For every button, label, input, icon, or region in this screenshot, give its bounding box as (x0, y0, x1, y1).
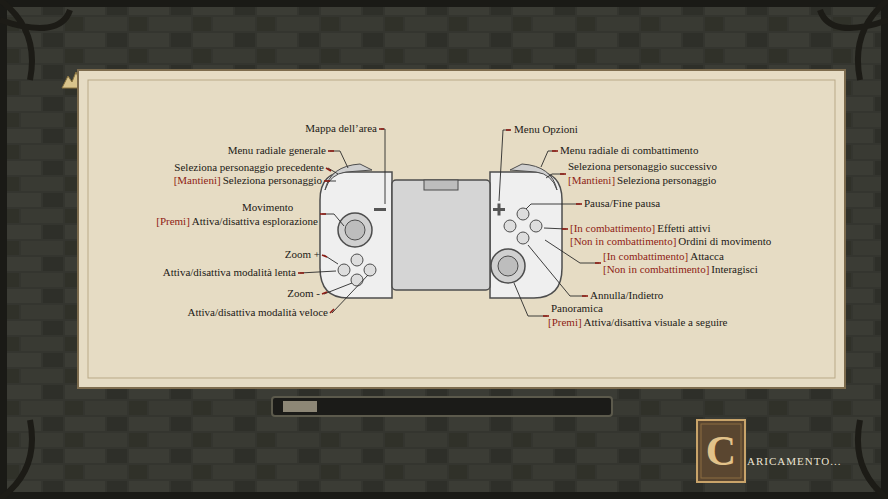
callout-line: Seleziona personaggio successivo (568, 160, 717, 173)
callout-line: [Premi]Attiva/disattiva esplorazione (156, 215, 318, 228)
context-tag: [Non in combattimento] (603, 263, 709, 276)
callout-line: Attiva/disattiva modalità lenta (163, 266, 296, 279)
callout-line: [In combattimento]Attacca (603, 250, 724, 263)
control-label: Pausa/Fine pausa (584, 197, 660, 210)
context-tag: [Premi] (548, 316, 582, 329)
callout-line: Menu radiale generale (228, 144, 326, 157)
control-label: Seleziona personaggio (617, 174, 716, 187)
control-label: Panoramica (551, 302, 603, 315)
control-label: Mappa dell’area (305, 122, 377, 135)
context-tag: [Mantieni] (174, 174, 221, 187)
loading-text: ARICAMENTO... (747, 455, 841, 467)
context-tag: [In combattimento] (570, 222, 655, 235)
control-label: Zoom - (287, 287, 320, 300)
control-label: Zoom + (285, 248, 320, 261)
context-tag: [Premi] (156, 215, 190, 228)
callout-line: [Premi]Attiva/disattiva visuale a seguir… (548, 316, 728, 329)
callout-line: Zoom + (285, 248, 320, 261)
context-tag: [Non in combattimento] (570, 235, 676, 248)
control-label: Attiva/disattiva modalità veloce (187, 306, 328, 319)
callout-line: [Mantieni]Seleziona personaggio (174, 174, 322, 187)
callout-line: Menu Opzioni (514, 123, 578, 136)
control-label: Effetti attivi (657, 222, 710, 235)
control-label: Movimento (242, 201, 293, 214)
control-label: Seleziona personaggio (223, 174, 322, 187)
callout-line: Panoramica (551, 302, 603, 315)
callout-line: Seleziona personaggio precedente (174, 161, 324, 174)
control-label: Attiva/disattiva visuale a seguire (584, 316, 728, 329)
context-tag: [In combattimento] (603, 250, 688, 263)
callout-line: Attiva/disattiva modalità veloce (187, 306, 328, 319)
callout-line: Movimento (242, 201, 293, 214)
callout-line: Mappa dell’area (305, 122, 377, 135)
callout-line: [In combattimento]Effetti attivi (570, 222, 711, 235)
control-label: Attiva/disattiva modalità lenta (163, 266, 296, 279)
callout-line: [Non in combattimento]Ordini di moviment… (570, 235, 771, 248)
callout-line: [Non in combattimento]Interagisci (603, 263, 758, 276)
control-label: Menu radiale generale (228, 144, 326, 157)
control-label: Seleziona personaggio precedente (174, 161, 324, 174)
control-label: Seleziona personaggio successivo (568, 160, 717, 173)
control-label: Menu radiale di combattimento (560, 144, 698, 157)
context-tag: [Mantieni] (568, 174, 615, 187)
callout-line: Menu radiale di combattimento (560, 144, 698, 157)
control-label: Annulla/Indietro (590, 289, 663, 302)
callout-line: Zoom - (287, 287, 320, 300)
callout-line: Annulla/Indietro (590, 289, 663, 302)
control-label: Interagisci (711, 263, 757, 276)
callout-line: [Mantieni]Seleziona personaggio (568, 174, 716, 187)
initial-letter: C (697, 420, 745, 482)
control-label: Menu Opzioni (514, 123, 578, 136)
control-label: Attiva/disattiva esplorazione (192, 215, 318, 228)
callout-line: Pausa/Fine pausa (584, 197, 660, 210)
control-label: Ordini di movimento (678, 235, 771, 248)
control-label: Attacca (690, 250, 724, 263)
